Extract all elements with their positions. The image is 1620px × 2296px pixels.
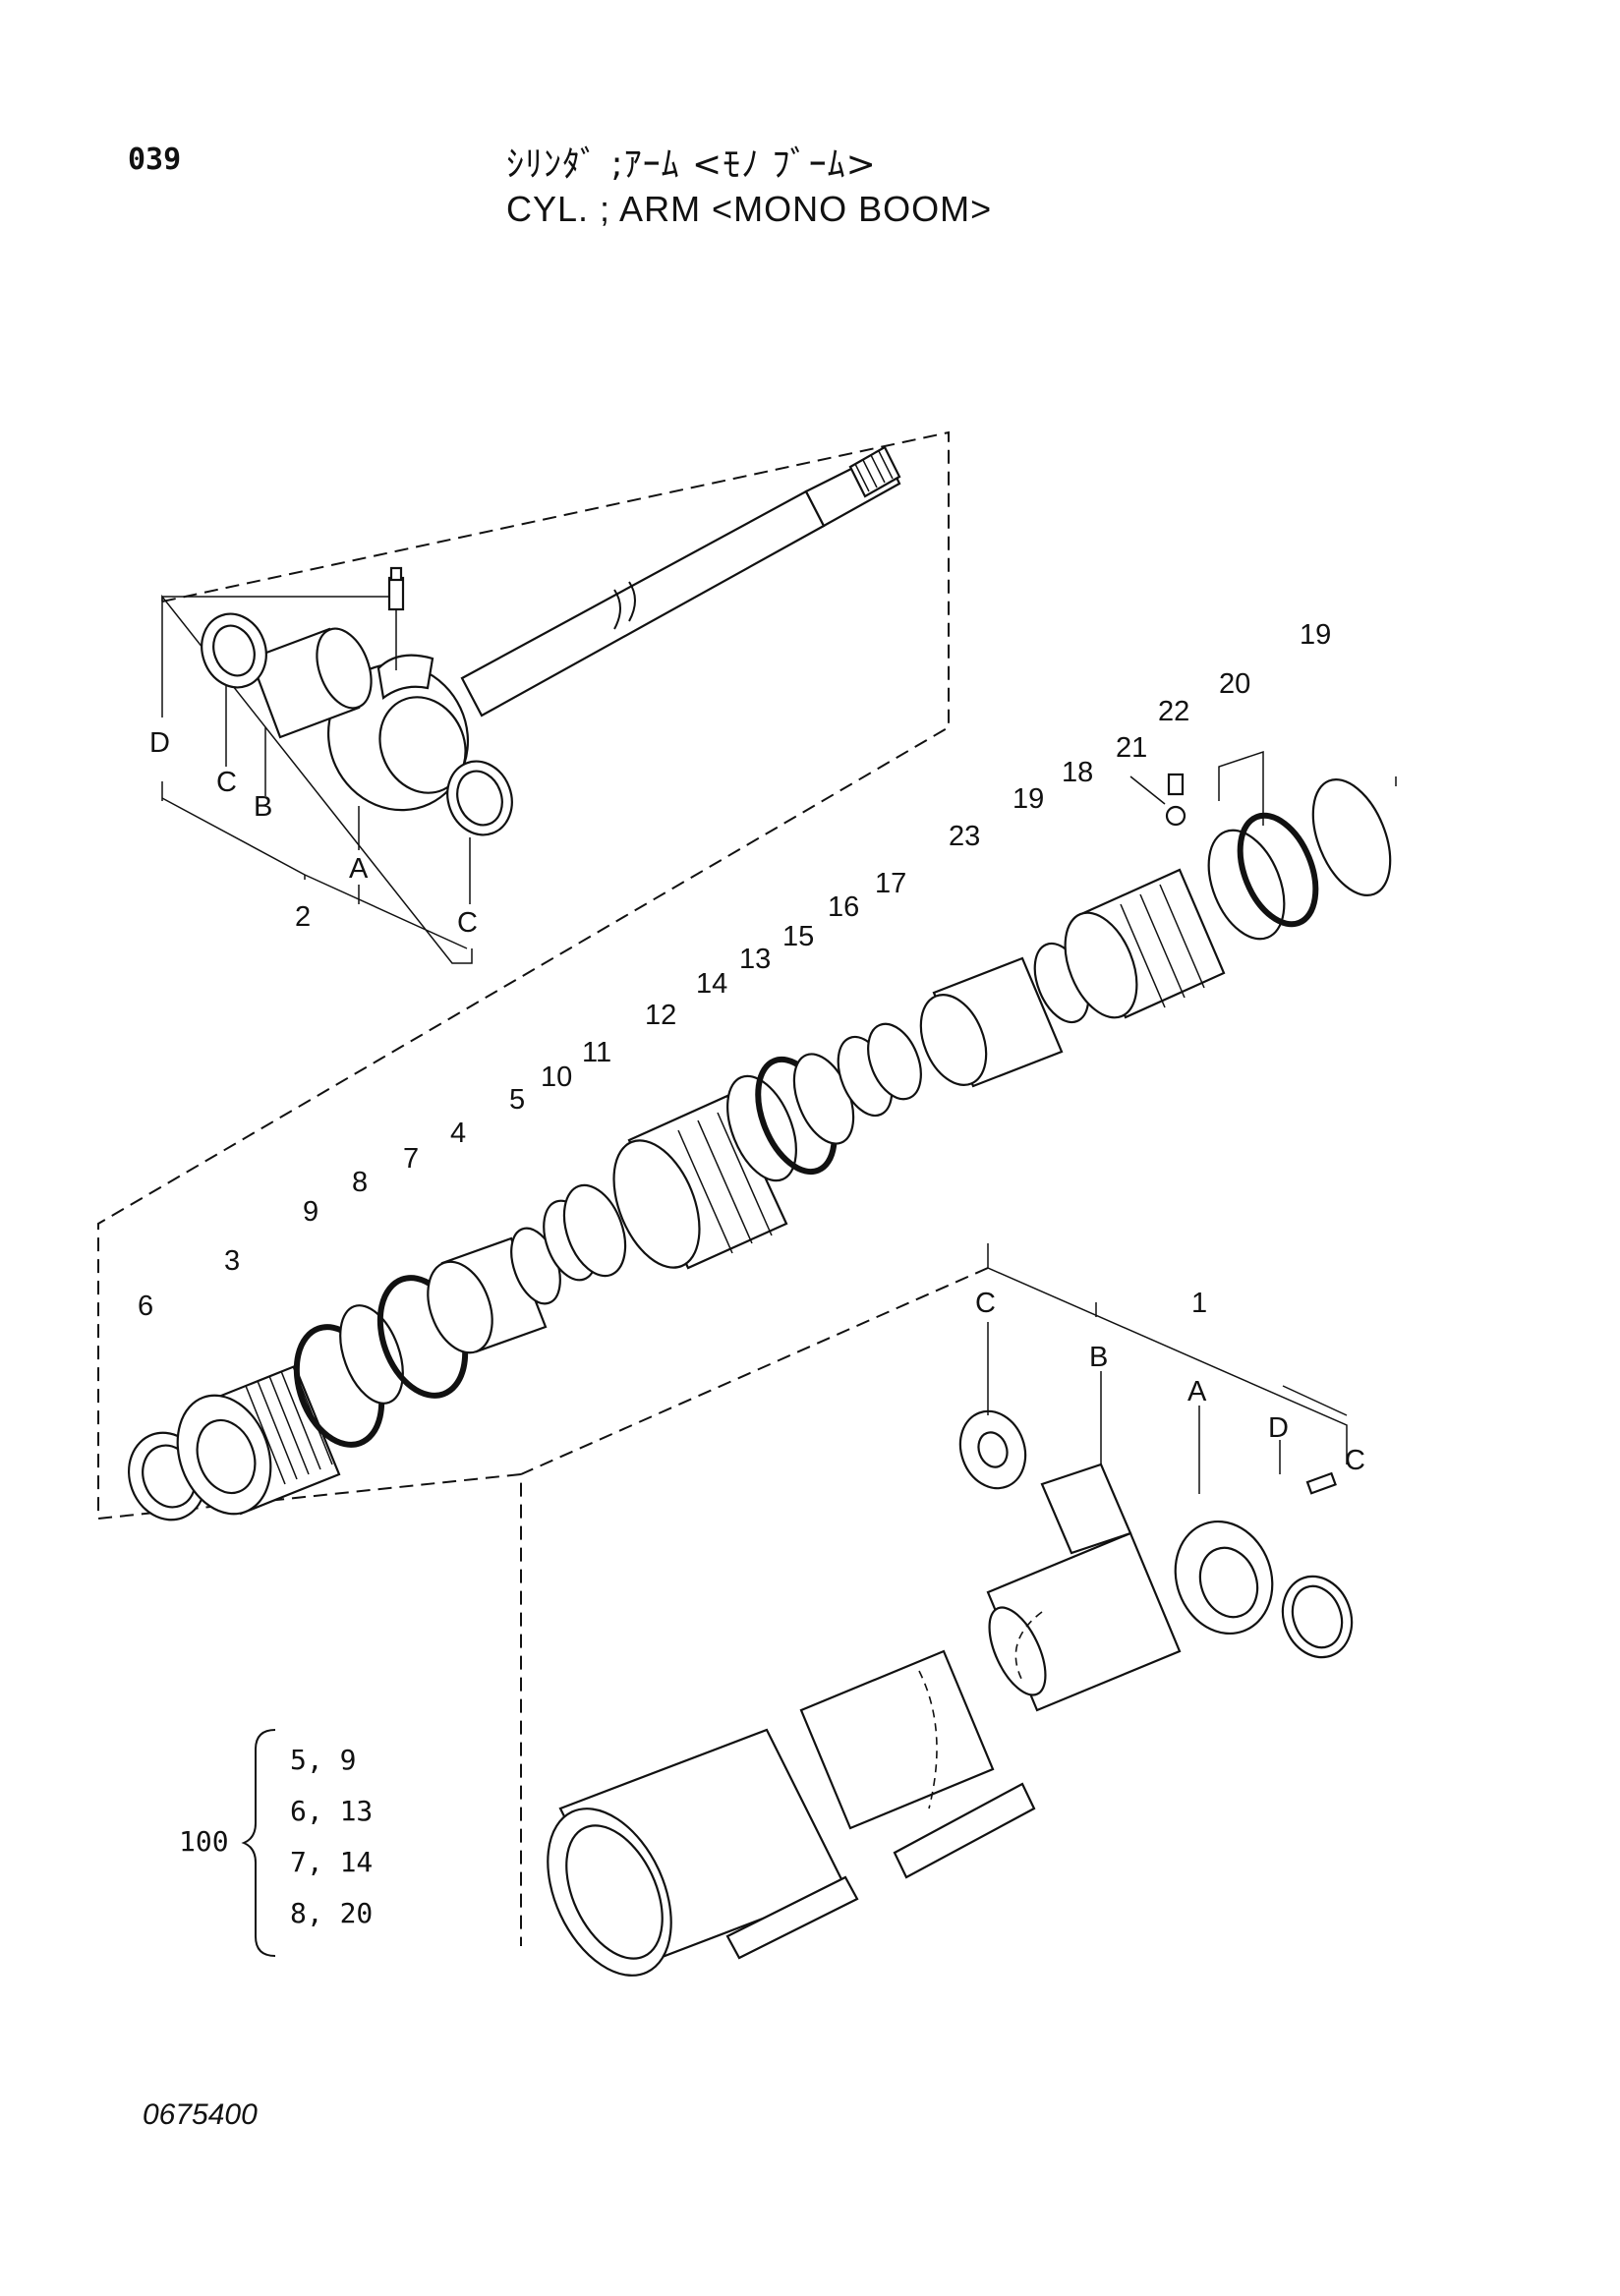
cylinder-tube-assembly: [520, 1243, 1354, 1977]
title-japanese: ｼﾘﾝﾀﾞ ;ｱｰﾑ <ﾓﾉ ﾌﾞｰﾑ>: [506, 144, 877, 185]
callout-10: 10: [541, 1062, 572, 1093]
document-code: 0675400: [143, 2098, 258, 2131]
kit-number: 100: [179, 1825, 229, 1858]
callout-22: 22: [1158, 696, 1189, 727]
kit-brace: [241, 1729, 276, 1957]
callout-17: 17: [875, 868, 906, 899]
callout-20: 20: [1219, 668, 1250, 700]
callout-11: 11: [582, 1037, 611, 1068]
label-c-top-right: C: [457, 907, 478, 939]
callout-19-right: 19: [1300, 619, 1331, 651]
label-d-bottom: D: [1268, 1412, 1289, 1444]
callout-21: 21: [1116, 732, 1147, 764]
callout-5: 5: [509, 1084, 525, 1116]
kit-row-4: 8, 20: [290, 1897, 373, 1929]
callout-14: 14: [696, 968, 727, 1000]
seal-kit-table: 100 5, 9 6, 13 7, 14 8, 20: [179, 1729, 373, 1957]
title-english: CYL. ; ARM <MONO BOOM>: [506, 189, 993, 229]
callout-1: 1: [1191, 1288, 1207, 1319]
label-a-bottom: A: [1187, 1376, 1207, 1407]
callout-labels: 1 2 3 4 5 6 7 8 9 10 11 12 13 14 15 16 1…: [138, 619, 1365, 1476]
kit-row-2: 6, 13: [290, 1795, 373, 1827]
kit-row-1: 5, 9: [290, 1744, 356, 1776]
callout-15: 15: [782, 921, 814, 952]
callout-9: 9: [303, 1196, 318, 1228]
callout-19-left: 19: [1012, 783, 1044, 815]
callout-4: 4: [450, 1118, 466, 1149]
callout-18: 18: [1062, 757, 1093, 788]
page-number: 039: [128, 143, 182, 177]
callout-7: 7: [403, 1143, 419, 1175]
piston-parts: [128, 750, 1397, 1521]
label-c-top-left: C: [216, 767, 237, 798]
kit-row-3: 7, 14: [290, 1846, 373, 1878]
label-c-bottom-left: C: [975, 1288, 996, 1319]
callout-6: 6: [138, 1291, 153, 1322]
callout-8: 8: [352, 1167, 368, 1198]
label-d-top: D: [149, 727, 170, 759]
label-b-top: B: [254, 791, 272, 823]
callout-16: 16: [828, 891, 859, 923]
callout-3: 3: [224, 1245, 240, 1277]
callout-12: 12: [645, 1000, 676, 1031]
label-c-bottom-right: C: [1345, 1445, 1365, 1476]
label-a-top: A: [349, 853, 369, 885]
piston-rod-assembly: [97, 430, 950, 1521]
callout-13: 13: [739, 944, 771, 975]
callout-2: 2: [295, 901, 311, 933]
label-b-bottom: B: [1089, 1342, 1108, 1373]
callout-23: 23: [949, 821, 980, 852]
